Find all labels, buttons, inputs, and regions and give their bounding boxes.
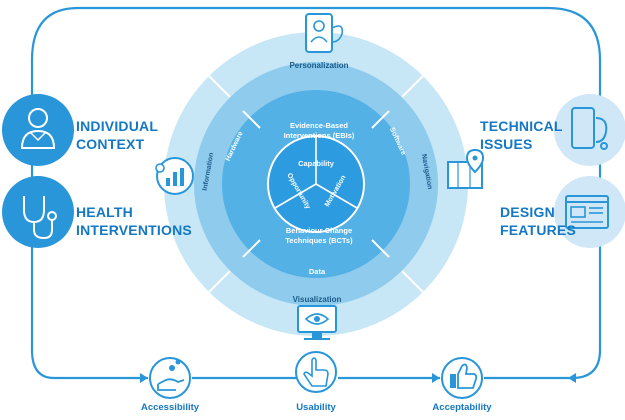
- phone-stethoscope-icon: [554, 94, 625, 166]
- health-interventions-label: HEALTH INTERVENTIONS: [76, 204, 192, 238]
- medical-app-icon: [305, 13, 344, 53]
- ebi-line1: Evidence-Based: [290, 121, 348, 130]
- frame-loop: [30, 6, 602, 380]
- webpage-layout-icon: [554, 176, 625, 248]
- visualization-label: Visualization: [293, 295, 342, 304]
- design-features-label: DESIGN FEATURES: [500, 204, 577, 238]
- acceptability-label: Acceptability: [432, 402, 492, 413]
- person-icon: [2, 94, 74, 166]
- touch-hand-icon: [295, 351, 337, 393]
- ring-separators: [207, 74, 425, 294]
- ebi-line2: Interventions (EBIs): [284, 131, 355, 140]
- map-pin-icon: [447, 148, 485, 189]
- frame-arrow-corner: [568, 373, 576, 383]
- bct-line2: Techniques (BCTs): [285, 236, 353, 245]
- technical-issues-label: TECHNICAL ISSUES: [480, 118, 563, 152]
- core-dividers: [274, 137, 358, 209]
- individual-context-label: INDIVIDUAL CONTEXT: [76, 118, 159, 152]
- thumbs-up-icon: [441, 357, 483, 399]
- personalization-label: Personalization: [289, 61, 348, 70]
- bct-line1: Behaviour Change: [286, 226, 352, 235]
- hand-coin-icon: [149, 357, 191, 399]
- frame-arrow-left: [140, 373, 148, 383]
- analytics-gear-icon: [155, 157, 194, 195]
- stethoscope-icon: [2, 176, 74, 248]
- capability-label: Capability: [298, 159, 335, 168]
- data-label: Data: [309, 267, 326, 276]
- monitor-eye-icon: [297, 305, 337, 340]
- accessibility-label: Accessibility: [140, 402, 200, 413]
- frame-arrow-right: [432, 373, 440, 383]
- usability-label: Usability: [296, 402, 336, 413]
